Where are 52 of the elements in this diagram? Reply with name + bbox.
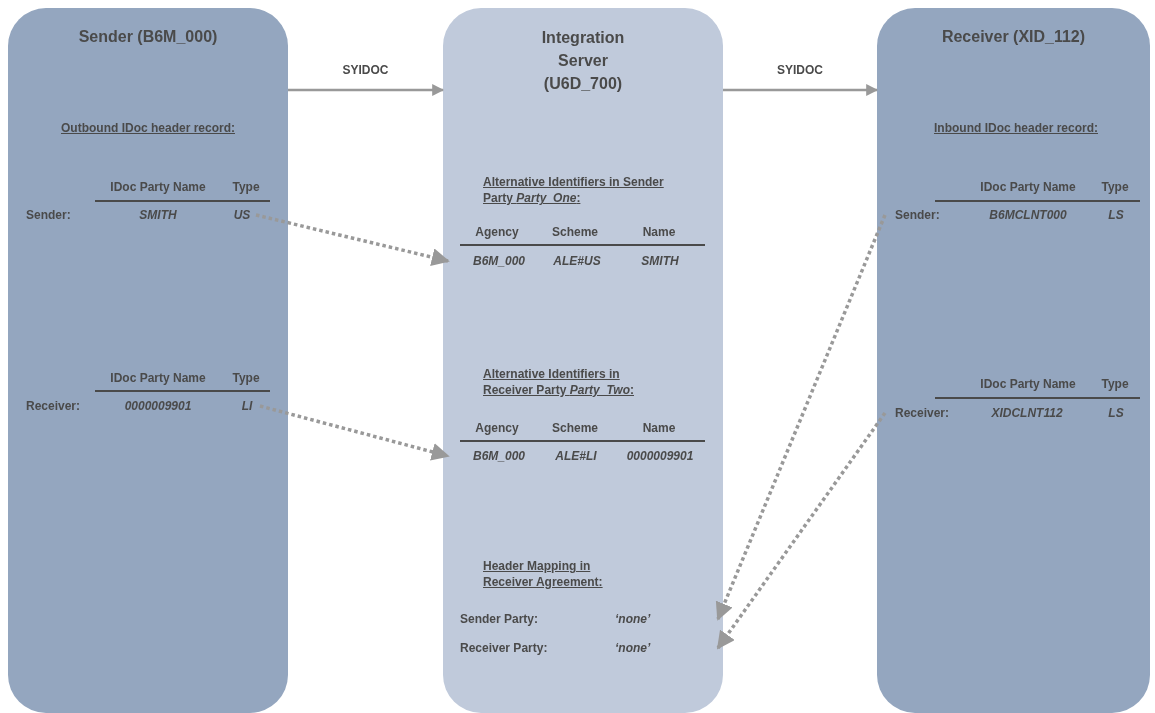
table-value: LI (234, 398, 260, 414)
column-header: IDoc Party Name (109, 370, 207, 386)
dotted-arrow (715, 214, 887, 621)
row-label: Receiver: (885, 405, 967, 421)
row-label: Sender Party: (460, 611, 539, 627)
section-heading: Header Mapping in Receiver Agreement: (483, 558, 604, 590)
column-header: Scheme (551, 420, 599, 436)
table-value: US (228, 207, 256, 223)
dotted-arrow (259, 404, 450, 461)
column-header: Type (231, 179, 261, 195)
lane-title: Receiver (XID_112) (940, 27, 1087, 47)
section-heading: Inbound IDoc header record: (933, 120, 1099, 136)
column-header: IDoc Party Name (109, 179, 207, 195)
arrow (288, 84, 445, 96)
lane-title: Integration Server (U6D_700) (540, 28, 626, 94)
table-value: B6M_000 (448, 448, 550, 464)
lane-title: Sender (B6M_000) (77, 27, 219, 47)
receiver-lane (877, 8, 1150, 713)
column-header: Name (641, 224, 677, 240)
table-value: 0000009901 (123, 398, 193, 414)
arrow (723, 84, 879, 96)
table-value: SMITH (640, 253, 680, 269)
section-heading: Alternative Identifiers in Sender Party Party_One: (483, 174, 665, 206)
row-label: Receiver Party: (460, 640, 548, 656)
row-label: Sender: (885, 207, 951, 223)
table-value: LS (1107, 207, 1125, 223)
column-header: IDoc Party Name (979, 376, 1077, 392)
column-header: Scheme (551, 224, 599, 240)
table-value: XIDCLNT112 (990, 405, 1064, 421)
column-header: Type (231, 370, 261, 386)
integration-server-lane (443, 8, 723, 713)
table-value: ‘none’ (605, 611, 718, 627)
section-heading: Alternative Identifiers in Receiver Party Party_Two: (483, 366, 635, 398)
table-value: ALE#LI (554, 448, 598, 464)
column-header: IDoc Party Name (979, 179, 1077, 195)
row-label: Receiver: (26, 398, 81, 414)
table-value: ALE#US (552, 253, 602, 269)
table-value: LS (1107, 405, 1125, 421)
table-value: B6M_000 (448, 253, 550, 269)
table-value: 0000009901 (625, 448, 695, 464)
row-label: Sender: (26, 207, 71, 223)
table-value: ‘none’ (605, 640, 718, 656)
table-value: B6MCLNT000 (988, 207, 1068, 223)
sender-lane (8, 8, 288, 713)
section-heading: Outbound IDoc header record: (60, 120, 236, 136)
column-header: Type (1100, 179, 1130, 195)
column-header: Type (1100, 376, 1130, 392)
table-value: SMITH (138, 207, 178, 223)
column-header: Agency (474, 420, 520, 436)
column-header: Agency (474, 224, 520, 240)
column-header: Name (641, 420, 677, 436)
dotted-arrow (255, 213, 450, 266)
